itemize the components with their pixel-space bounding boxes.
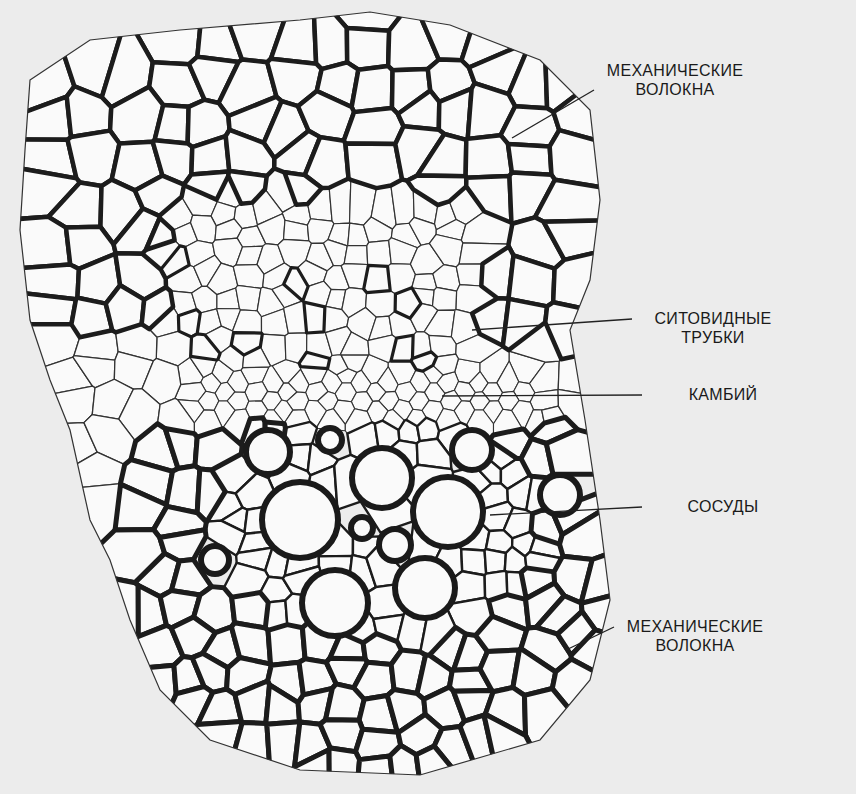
cell	[432, 287, 456, 310]
cell	[0, 571, 138, 710]
cell	[417, 418, 439, 441]
cell	[364, 217, 393, 242]
vessel	[302, 570, 368, 636]
cell	[155, 105, 189, 143]
cell	[323, 240, 347, 266]
cell	[560, 456, 856, 559]
cell	[120, 722, 242, 794]
cell	[228, 171, 266, 204]
cell	[544, 217, 746, 260]
bundle-outline	[20, 12, 610, 775]
cell	[509, 25, 548, 108]
vessel	[413, 477, 483, 547]
vessel	[246, 430, 290, 474]
cell	[304, 302, 325, 333]
cell	[341, 355, 368, 372]
cell	[184, 172, 229, 200]
cell	[268, 625, 305, 666]
cell	[106, 285, 144, 332]
cell	[0, 665, 176, 794]
cell	[0, 386, 95, 426]
cell	[299, 352, 330, 368]
cell	[195, 429, 242, 470]
cell	[344, 246, 367, 265]
part-label: СОСУДЫ	[646, 496, 800, 517]
cell	[352, 66, 393, 112]
vessel	[452, 430, 492, 470]
part-label: МЕХАНИЧЕСКИЕ ВОЛОКНА	[618, 616, 772, 656]
cell	[391, 335, 413, 361]
cell	[236, 285, 261, 310]
cell	[581, 533, 856, 709]
cell	[407, 176, 466, 205]
cell	[284, 268, 308, 301]
cell	[429, 234, 462, 266]
cell	[284, 172, 321, 204]
cell	[553, 0, 856, 212]
leader-line	[472, 319, 632, 330]
cell	[456, 264, 482, 286]
vessel	[540, 475, 580, 515]
cell	[466, 135, 512, 178]
cell	[529, 361, 559, 393]
cell	[340, 332, 369, 355]
vessel	[351, 517, 373, 539]
cell	[257, 214, 285, 245]
leader-line	[490, 507, 642, 515]
cell	[345, 144, 402, 189]
part-label: КАМБИЙ	[646, 384, 800, 405]
cell	[347, 28, 389, 70]
cell	[142, 287, 173, 329]
cell	[191, 215, 217, 243]
cell	[546, 430, 700, 475]
cell	[417, 134, 466, 176]
cell	[398, 91, 439, 130]
cell	[271, 0, 316, 64]
leader-line	[566, 627, 614, 650]
vessel	[352, 448, 412, 508]
cell	[266, 685, 300, 724]
cell	[284, 220, 309, 241]
vessel	[201, 546, 229, 574]
cell	[501, 106, 560, 146]
cell	[411, 352, 436, 371]
cell	[191, 334, 220, 360]
cell	[0, 97, 71, 140]
leader-line	[512, 90, 594, 138]
cell	[424, 310, 455, 337]
vessel	[262, 482, 338, 558]
cell	[146, 218, 175, 250]
part-label: МЕХАНИЧЕСКИЕ ВОЛОКНА	[598, 60, 752, 100]
vessel	[379, 529, 411, 561]
leader-line	[442, 395, 642, 396]
cell	[0, 290, 76, 324]
cell	[416, 746, 473, 794]
cell	[191, 136, 229, 174]
cell	[485, 549, 506, 573]
cell	[226, 130, 275, 176]
cell	[344, 108, 404, 144]
cell	[395, 288, 421, 319]
cell	[165, 429, 197, 469]
cell	[231, 333, 262, 356]
cell	[535, 180, 764, 222]
cell	[466, 176, 511, 223]
cell	[552, 659, 823, 794]
part-label: СИТОВИДНЫЕ ТРУБКИ	[636, 308, 790, 348]
cell	[524, 689, 639, 794]
cell	[0, 217, 70, 270]
cell	[484, 714, 556, 794]
cell	[503, 299, 547, 350]
cell	[233, 310, 262, 333]
cell	[364, 265, 391, 292]
vessel	[395, 558, 455, 618]
cell	[278, 750, 330, 794]
cell	[581, 467, 856, 604]
cell	[313, 0, 347, 69]
cell	[367, 240, 391, 266]
cell	[508, 144, 552, 175]
vessel	[318, 428, 342, 452]
